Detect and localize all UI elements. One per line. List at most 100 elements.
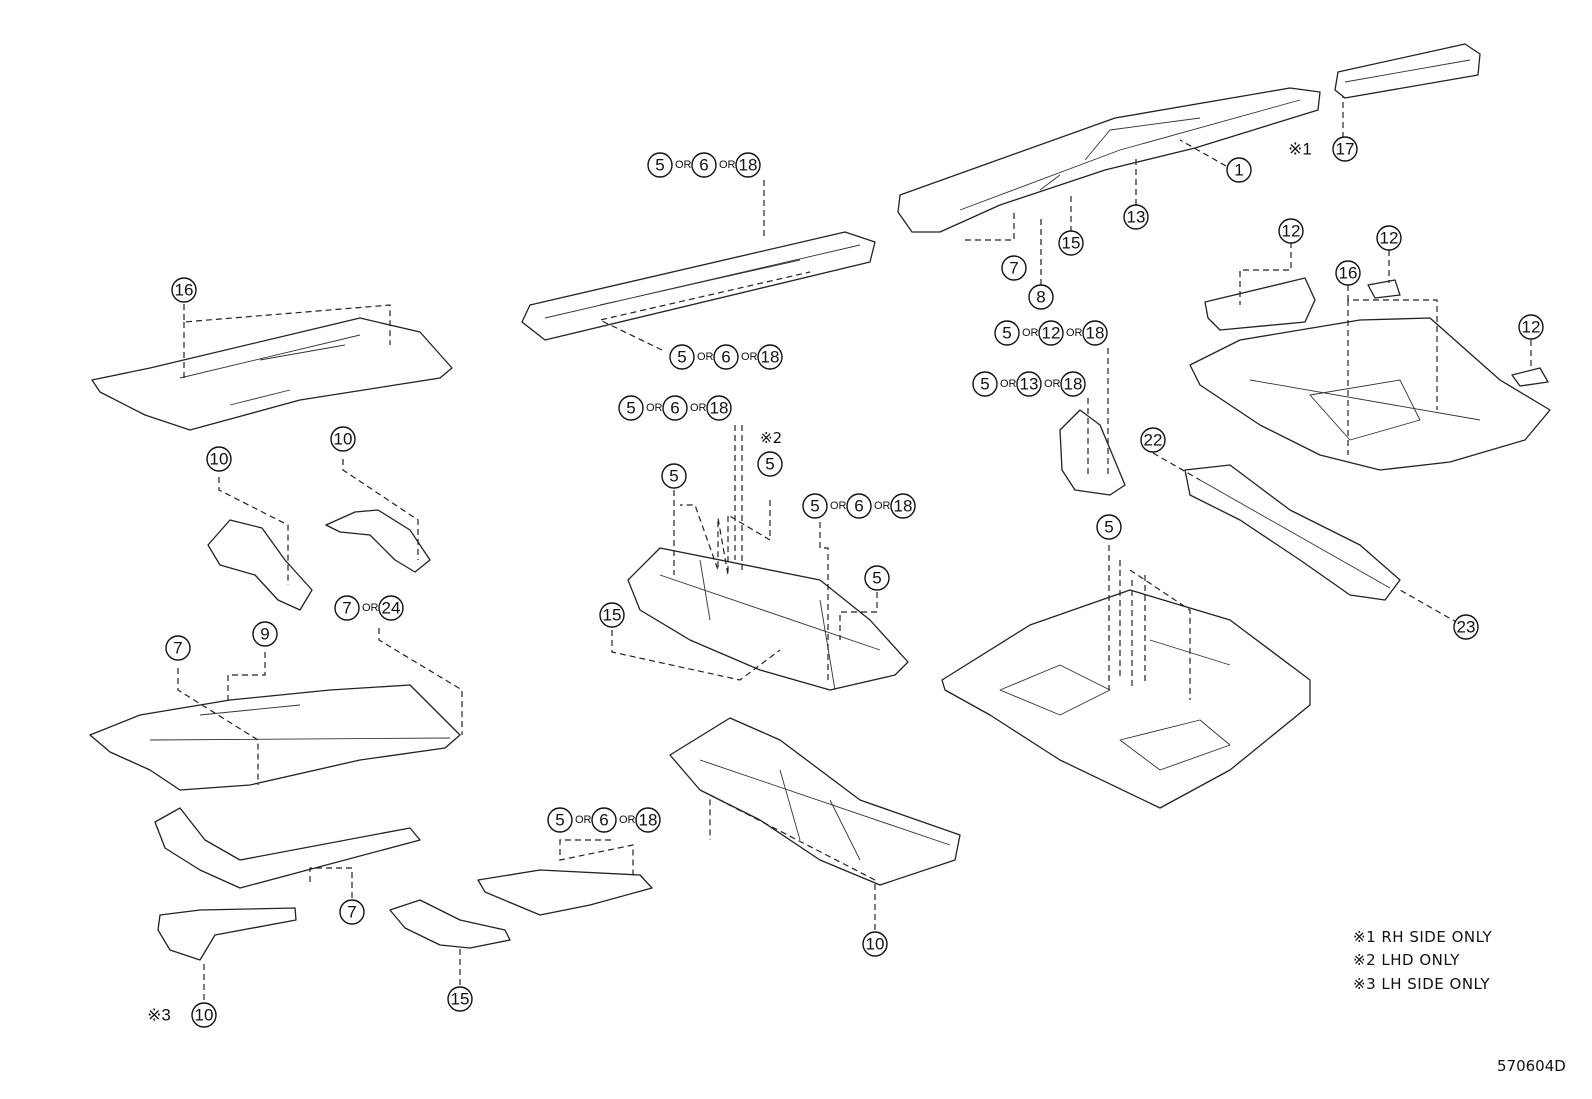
or-group-callout: 6 — [713, 344, 739, 370]
legend-lh-side-only: ※3 LH SIDE ONLY — [1353, 975, 1491, 993]
part-side-bracket-lh — [157, 907, 297, 961]
or-group-number: 5 — [655, 156, 664, 175]
or-group-callout: 5 — [647, 152, 673, 178]
callout-number: 10 — [210, 450, 229, 469]
legend-lhd-only: ※2 LHD ONLY — [1353, 951, 1460, 969]
or-group-callout: 6 — [591, 807, 617, 833]
or-group-number: 18 — [1086, 324, 1105, 343]
or-separator: OR — [1066, 327, 1083, 339]
or-separator: OR — [362, 602, 379, 614]
callout-number: 15 — [1062, 234, 1081, 253]
or-group-number: 18 — [894, 497, 913, 516]
or-separator: OR — [675, 159, 692, 171]
part-bracket-b — [325, 509, 431, 573]
lhd-note: ※2 5 — [757, 429, 783, 477]
or-group-callout: 5 — [972, 371, 998, 397]
callout-number: 10 — [866, 935, 885, 954]
part-rear-cross-member-rh — [1334, 43, 1481, 99]
callout-c10b: 10 — [330, 426, 356, 452]
callout-c12b: 12 — [1376, 225, 1402, 251]
part-rocker-sill — [154, 807, 421, 889]
or-group-callout: 24 — [378, 595, 404, 621]
part-rear-floor-pan — [1189, 317, 1551, 471]
callout-c7c: 7 — [339, 899, 365, 925]
or-group-callout: 18 — [757, 344, 783, 370]
or-group-callout: 6 — [846, 493, 872, 519]
part-rear-floor-side-member — [897, 87, 1321, 233]
part-rear-bracket-12a — [1204, 277, 1316, 331]
or-group-number: 18 — [739, 156, 758, 175]
or-group-number: 5 — [810, 497, 819, 516]
callout-c9: 9 — [252, 621, 278, 647]
callout-c5c: 5 — [864, 565, 890, 591]
or-group-callout: 6 — [691, 152, 717, 178]
or-separator: OR — [741, 351, 758, 363]
callout-number: 15 — [451, 990, 470, 1009]
or-separator: OR — [575, 814, 592, 826]
or-group-number: 5 — [677, 348, 686, 367]
part-front-floor-cross-member — [521, 231, 876, 341]
or-separator: OR — [1022, 327, 1039, 339]
or-group-callout: 18 — [706, 395, 732, 421]
or-group-number: 24 — [382, 599, 401, 618]
callout-number: 5 — [1104, 518, 1113, 537]
callout-c15c: 15 — [447, 986, 473, 1012]
or-group-number: 18 — [761, 348, 780, 367]
callout-number: 10 — [195, 1006, 214, 1025]
callout-number: 10 — [334, 430, 353, 449]
or-group-number: 6 — [670, 399, 679, 418]
callout-c10d: 10 — [862, 931, 888, 957]
callout-number: 5 — [872, 569, 881, 588]
or-group-callout: 18 — [1060, 371, 1086, 397]
callout-number: 17 — [1336, 140, 1355, 159]
or-group-number: 6 — [854, 497, 863, 516]
or-separator: OR — [719, 159, 736, 171]
part-floor-center-panel — [627, 547, 909, 691]
callout-c12c: 12 — [1518, 314, 1544, 340]
or-group-number: 6 — [721, 348, 730, 367]
or-group-callout: 5 — [994, 320, 1020, 346]
callout-c5b: 5 — [1096, 514, 1122, 540]
or-group-callout: 18 — [1082, 320, 1108, 346]
part-front-floor-lh — [89, 684, 461, 791]
part-bracket-a — [207, 519, 313, 611]
or-group-number: 18 — [1064, 375, 1083, 394]
callout-c1: 1 — [1226, 157, 1252, 183]
callout-number: 5 — [669, 467, 678, 486]
callout-c23: 23 — [1453, 614, 1479, 640]
or-separator: OR — [830, 500, 847, 512]
or-group-number: 5 — [1002, 324, 1011, 343]
callout-c7b: 7 — [165, 635, 191, 661]
or-separator: OR — [1000, 378, 1017, 390]
part-rear-cross-member-22 — [1184, 464, 1401, 601]
callout-c5a: 5 — [661, 463, 687, 489]
or-separator: OR — [697, 351, 714, 363]
callout-number: 22 — [1144, 431, 1163, 450]
callout-c16a: 16 — [171, 277, 197, 303]
or-group-number: 18 — [639, 811, 658, 830]
callout-number: 12 — [1522, 318, 1541, 337]
part-reinforcement-18 — [1059, 409, 1126, 496]
or-group-callout: 13 — [1016, 371, 1042, 397]
or-separator: OR — [690, 402, 707, 414]
lhd-callout: 5 — [757, 451, 783, 477]
or-separator: OR — [1044, 378, 1061, 390]
part-front-floor-rh — [91, 317, 453, 431]
callout-c22: 22 — [1140, 427, 1166, 453]
callout-c15b: 15 — [599, 602, 625, 628]
or-group-callout: 7 — [334, 595, 360, 621]
callout-c16b: 16 — [1335, 260, 1361, 286]
callout-number: 7 — [347, 903, 356, 922]
or-group-number: 5 — [555, 811, 564, 830]
or-group-callout: 5 — [802, 493, 828, 519]
or-group-callout: 6 — [662, 395, 688, 421]
lhd-mark: ※2 — [760, 429, 782, 447]
leader-lines — [177, 96, 1532, 1000]
